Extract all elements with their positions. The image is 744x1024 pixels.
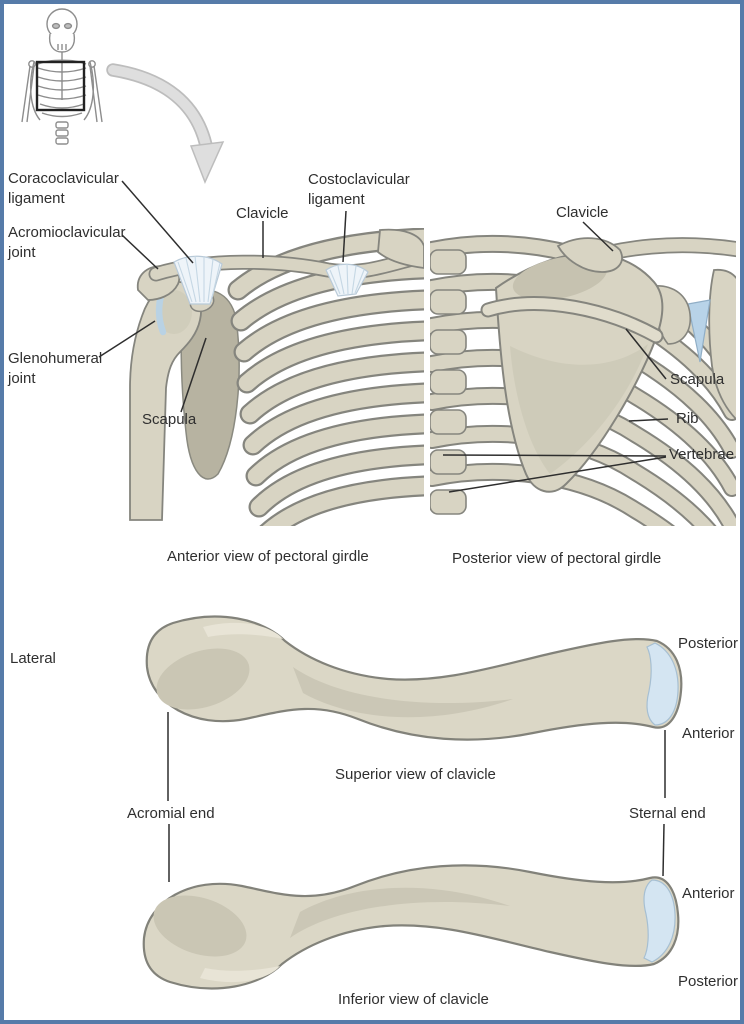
caption-posterior-view: Posterior view of pectoral girdle	[452, 550, 662, 567]
label-clavicle-anterior: Clavicle	[236, 205, 289, 222]
label-acromial-end: Acromial end	[127, 805, 215, 822]
label-lateral: Lateral	[10, 650, 56, 667]
zoom-arrow-icon	[106, 63, 225, 184]
label-sternal-end: Sternal end	[629, 805, 706, 822]
label-anterior-inferior: Anterior	[682, 885, 735, 902]
label-rib: Rib	[676, 410, 699, 427]
caption-anterior-view: Anterior view of pectoral girdle	[167, 548, 369, 565]
caption-inferior-view: Inferior view of clavicle	[338, 991, 489, 1008]
anterior-pectoral-girdle-illustration	[129, 228, 424, 526]
inferior-clavicle-illustration	[142, 864, 680, 990]
label-glenohumeral-joint: Glenohumeral joint	[8, 350, 103, 388]
label-posterior-superior: Posterior	[678, 635, 739, 652]
skeleton-locator-inset	[21, 8, 103, 145]
label-clavicle-posterior: Clavicle	[556, 204, 609, 221]
label-anterior-superior: Anterior	[682, 725, 735, 742]
label-acromioclavicular-joint: Acromioclavicular joint	[8, 224, 126, 262]
superior-clavicle-illustration	[145, 615, 683, 741]
label-scapula-posterior: Scapula	[670, 371, 725, 388]
label-posterior-inferior: Posterior	[678, 973, 739, 990]
caption-superior-view: Superior view of clavicle	[335, 766, 496, 783]
label-vertebrae: Vertebrae	[669, 446, 735, 463]
label-scapula-anterior: Scapula	[142, 411, 197, 428]
label-coracoclavicular-ligament: Coracoclavicular ligament	[8, 170, 119, 208]
locator-box	[35, 60, 86, 112]
label-costoclavicular-ligament: Costoclavicular ligament	[308, 171, 410, 209]
